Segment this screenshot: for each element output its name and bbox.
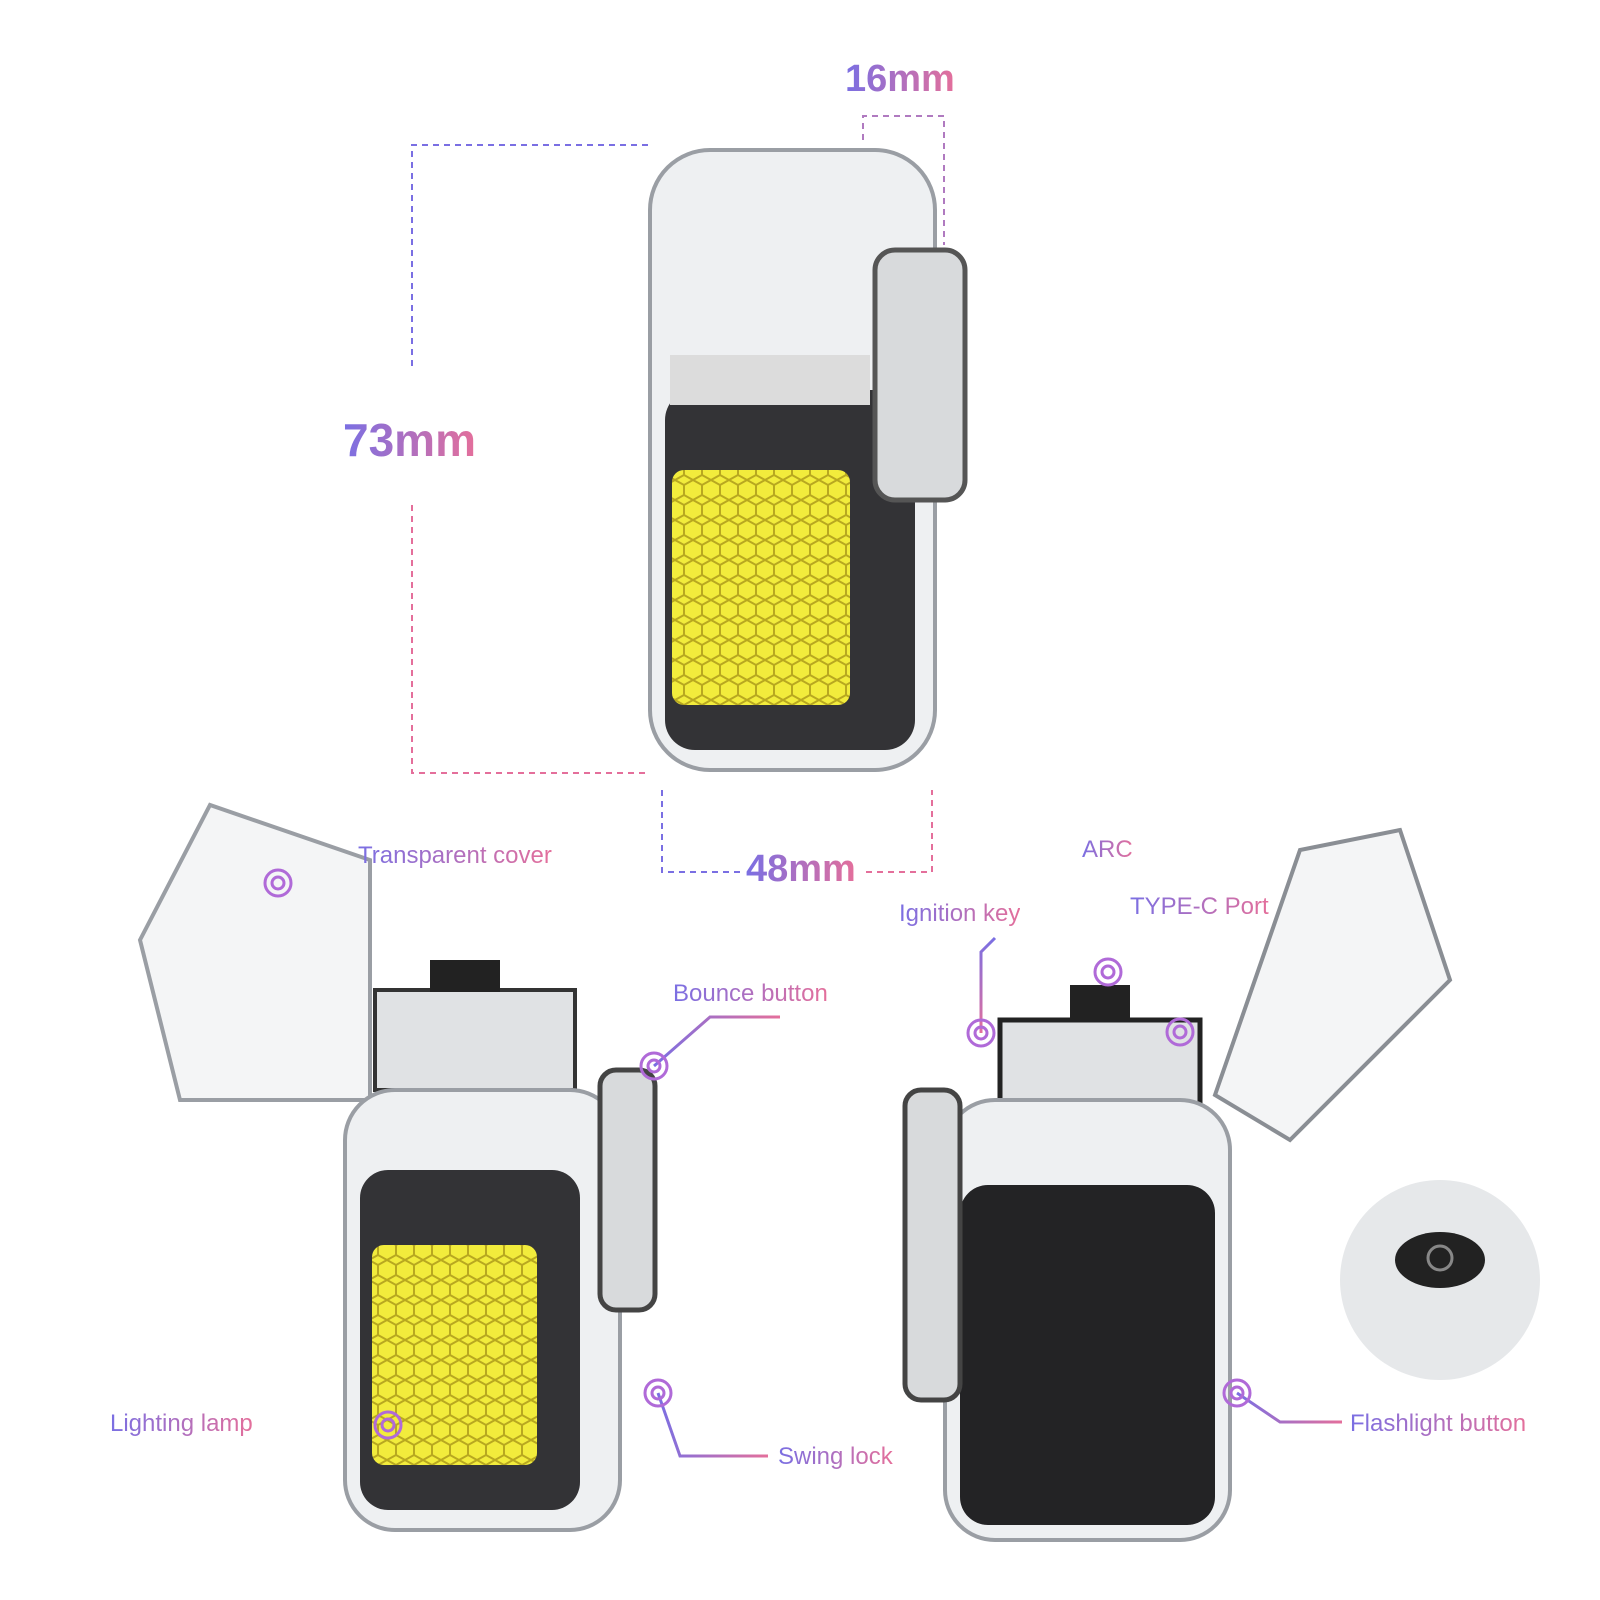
target-arc: [1093, 957, 1123, 987]
target-transparent-cover: [263, 868, 293, 898]
width-dimension: 48mm: [746, 848, 856, 890]
target-ignition-key: [966, 1018, 996, 1048]
depth-dimension: 16mm: [845, 58, 955, 100]
target-swing-lock: [643, 1378, 673, 1408]
lighter-open-back-view: [902, 827, 1453, 1542]
lighter-open-front-view: [137, 802, 658, 1532]
label-swing-lock: Swing lock: [778, 1443, 893, 1470]
label-lighting-lamp: Lighting lamp: [110, 1410, 253, 1437]
label-type-c-port: TYPE-C Port: [1130, 893, 1269, 920]
label-arc: ARC: [1082, 836, 1133, 863]
target-bounce-button: [639, 1051, 669, 1081]
callout-leaders: [278, 868, 1342, 1458]
target-flashlight-button: [1222, 1378, 1252, 1408]
flashlight-button-inset: [1340, 1180, 1540, 1380]
label-flashlight-button: Flashlight button: [1350, 1410, 1527, 1437]
dimension-lines: [411, 115, 945, 873]
target-type-c-port: [1165, 1017, 1195, 1047]
target-lighting-lamp: [373, 1410, 403, 1440]
label-transparent-cover: Transparent cover: [358, 842, 552, 869]
label-ignition-key: Ignition key: [899, 900, 1021, 927]
label-bounce-button: Bounce button: [673, 980, 828, 1007]
callout-targets: [263, 868, 1252, 1440]
height-dimension: 73mm: [343, 414, 476, 466]
lighter-front-view: [648, 148, 968, 772]
